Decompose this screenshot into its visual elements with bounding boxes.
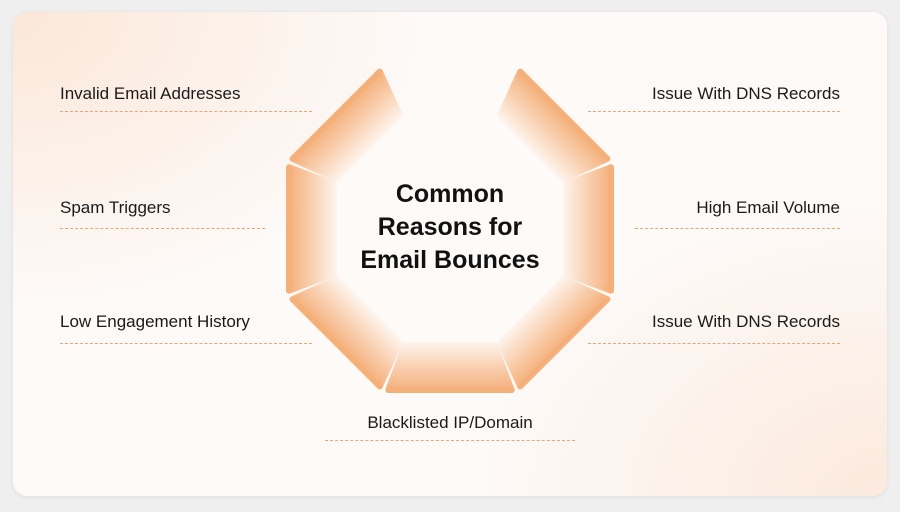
label-dns-records-top: Issue With DNS Records (652, 84, 840, 103)
dashed-line (325, 440, 575, 441)
dashed-line (588, 343, 840, 344)
octagon-segment-top-left (289, 68, 403, 182)
title-line-1: Common (395, 180, 505, 208)
octagon-segment-bottom-left (289, 276, 403, 390)
dashed-line (635, 228, 840, 229)
label-dns-records-bottom: Issue With DNS Records (652, 312, 840, 331)
label-blacklisted: Blacklisted IP/Domain (367, 413, 533, 432)
octagon-segment-bottom-right (497, 276, 611, 390)
diagram-title: Common Reasons for Email Bounces (313, 178, 587, 277)
title-line-2: Reasons for (377, 213, 523, 241)
title-line-3: Email Bounces (360, 246, 540, 274)
octagon-segment-right (563, 164, 614, 294)
octagon-segment-top-right (497, 68, 611, 182)
dashed-line (60, 111, 312, 112)
label-high-volume: High Email Volume (696, 198, 840, 217)
dashed-line (60, 343, 312, 344)
diagram-card: Common Reasons for Email Bounces Invalid… (13, 12, 887, 496)
dashed-line (60, 228, 265, 229)
dashed-line (588, 111, 840, 112)
octagon-segment-bottom (385, 342, 515, 393)
octagon-segment-left (286, 164, 337, 294)
label-spam-triggers: Spam Triggers (60, 198, 171, 217)
octagon-ring (286, 68, 614, 393)
label-invalid-email: Invalid Email Addresses (60, 84, 241, 103)
label-low-engagement: Low Engagement History (60, 312, 250, 331)
